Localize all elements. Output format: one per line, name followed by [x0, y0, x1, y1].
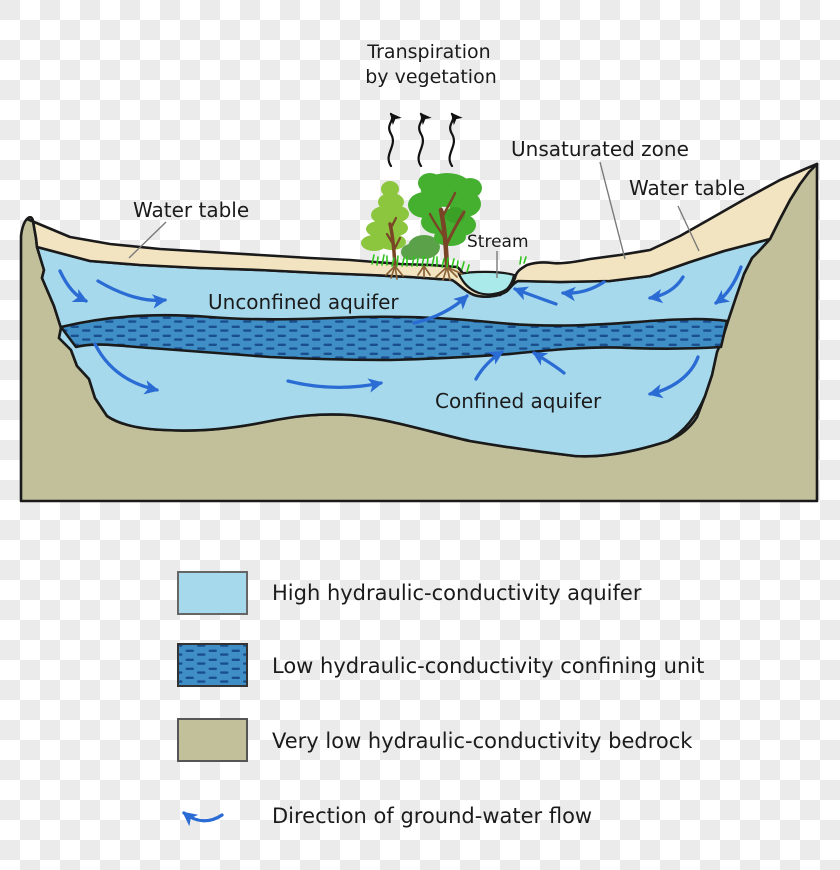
flow-arrow — [286, 378, 384, 393]
legend-swatch-bedrock — [177, 718, 248, 762]
label-transpiration-line2: by vegetation — [365, 66, 497, 88]
legend: High hydraulic-conductivity aquifer Low … — [177, 571, 704, 828]
tree-foliage — [361, 173, 482, 260]
legend-flow-arrow — [182, 811, 224, 827]
legend-label-confining-unit: Low hydraulic-conductivity confining uni… — [272, 654, 704, 678]
flow-arrow — [647, 355, 700, 399]
label-stream: Stream — [467, 232, 529, 252]
label-confined-aquifer: Confined aquifer — [435, 389, 602, 413]
transpiration-arrow — [419, 114, 423, 166]
transpiration-arrow — [389, 114, 393, 166]
grass — [371, 254, 527, 273]
flow-arrow — [560, 280, 606, 302]
tree-trunks — [385, 191, 466, 270]
flow-arrows — [58, 265, 743, 399]
leader-water-table-right — [677, 205, 700, 252]
stream-water — [457, 270, 516, 296]
legend-label-bedrock: Very low hydraulic-conductivity bedrock — [272, 729, 693, 753]
label-transpiration-line1: Transpiration — [366, 41, 490, 63]
flow-arrow — [474, 350, 504, 381]
label-water-table-right: Water table — [629, 176, 745, 200]
tree-roots — [385, 265, 463, 281]
flow-arrow — [532, 351, 566, 375]
label-water-table-left: Water table — [133, 198, 249, 222]
flow-arrow — [714, 265, 743, 305]
flow-arrow — [93, 342, 160, 395]
transpiration-arrow — [450, 114, 454, 166]
transpiration-arrows — [389, 114, 454, 166]
legend-label-aquifer: High hydraulic-conductivity aquifer — [272, 581, 642, 605]
cross-section — [19, 162, 819, 503]
leader-water-table-left — [128, 221, 167, 259]
legend-label-flow-direction: Direction of ground-water flow — [272, 804, 592, 828]
legend-swatch-confining-unit — [177, 643, 248, 687]
leader-lines — [128, 161, 700, 278]
legend-swatch-aquifer — [177, 571, 248, 615]
label-unconfined-aquifer: Unconfined aquifer — [208, 290, 399, 314]
flow-arrow — [58, 269, 88, 303]
confining-unit-layer — [59, 313, 729, 362]
flow-arrow — [412, 294, 469, 325]
flow-arrow — [96, 279, 168, 309]
vegetation — [361, 173, 527, 281]
leader-unsaturated-zone — [599, 161, 626, 260]
diagram-labels: Transpiration by vegetation Unsaturated … — [133, 41, 745, 413]
label-unsaturated-zone: Unsaturated zone — [511, 137, 689, 161]
flow-arrow — [512, 286, 558, 306]
flow-arrow — [647, 275, 685, 304]
